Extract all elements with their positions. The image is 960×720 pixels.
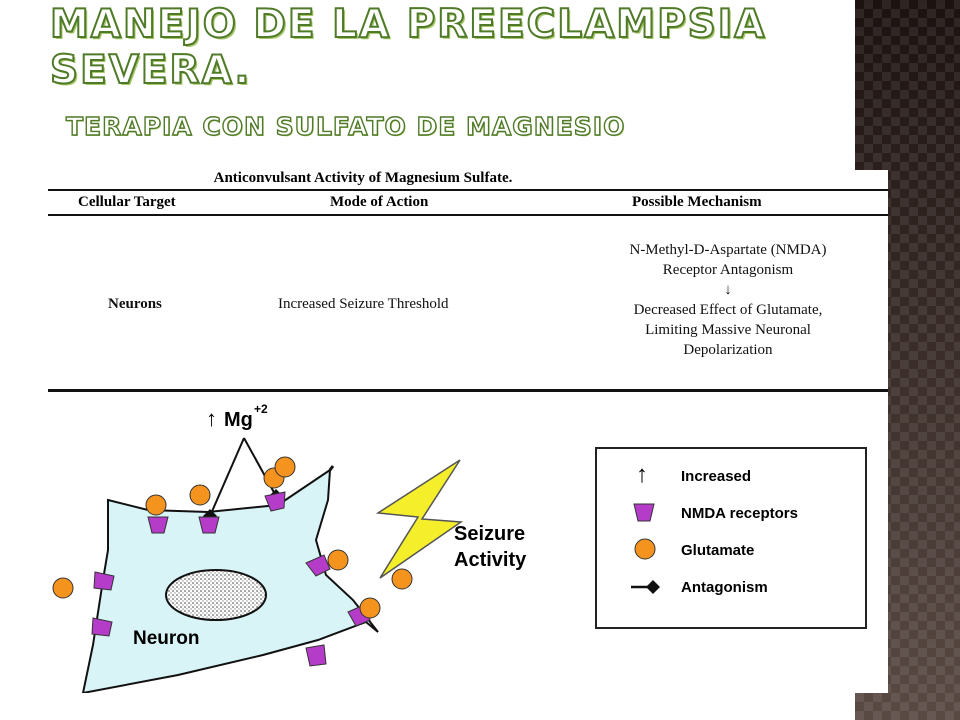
nmda-receptor-icon [93,571,115,591]
header-possible-mechanism: Possible Mechanism [632,194,762,210]
glutamate-icon [391,568,413,590]
nmda-receptor-icon [91,617,113,637]
cell-target: Neurons [108,296,162,312]
mechanism-line: Depolarization [683,342,773,358]
glutamate-icon [52,577,74,599]
seizure-label: Seizure [454,523,525,545]
slide-title: Manejo de la Preeclampsia Severa. [49,1,767,94]
mechanism-line: N-Methyl-D-Aspartate (NMDA) [629,242,827,258]
legend-label-glutamate: Glutamate [681,542,754,559]
nucleus [165,569,267,621]
glutamate-icon [359,597,381,619]
mechanism-line: Limiting Massive Neuronal [645,322,811,338]
glutamate-icon [145,494,167,516]
cell-mechanism: N-Methyl-D-Aspartate (NMDA) Receptor Ant… [568,240,888,360]
table-caption: Anticonvulsant Activity of Magnesium Sul… [213,170,513,186]
antagonism-line [209,437,245,517]
header-mode-of-action: Mode of Action [330,194,429,210]
cell-mode: Increased Seizure Threshold [278,296,449,312]
mg-superscript: +2 [254,402,268,416]
legend-box [595,447,867,629]
glutamate-icon [189,484,211,506]
legend-label-antagonism: Antagonism [681,579,768,596]
dendrite-tip [328,465,335,471]
header-rule [48,214,888,216]
legend-antagonism-icon [646,580,660,594]
mechanism-line: Receptor Antagonism [662,262,794,278]
legend-glutamate-icon [634,538,656,560]
header-cellular-target: Cellular Target [78,194,176,210]
legend-nmda-receptor-icon [633,503,655,522]
nmda-receptor-icon [305,554,331,577]
neuron-label: Neuron [133,628,200,649]
neuron-diagram: ↑ Mg +2 Seizure Activity Neuron [52,402,867,693]
slide-subtitle: Terapia con Sulfato de Magnesio [65,111,626,141]
seizure-label: Activity [454,549,527,571]
figure-panel: Anticonvulsant Activity of Magnesium Sul… [48,170,888,693]
nmda-receptor-icon [264,491,286,512]
table-bottom-rule [48,389,888,392]
legend-label-nmda: NMDA receptors [681,505,798,522]
nmda-receptor-icon [198,516,220,534]
nmda-receptor-icon [147,516,169,534]
mechanism-line: Decreased Effect of Glutamate, [633,302,823,318]
nmda-receptor-icon [305,644,327,667]
glutamate-icon [274,456,296,478]
mechanism-arrow: ↓ [724,282,732,298]
glutamate-icon [327,549,349,571]
lightning-bolt-icon [375,459,464,579]
increased-arrow-icon: ↑ [636,461,648,488]
mg-label: Mg [224,409,253,431]
mg-arrow-icon: ↑ [206,406,217,431]
table-top-rule [48,189,888,191]
legend-label-increased: Increased [681,468,751,485]
